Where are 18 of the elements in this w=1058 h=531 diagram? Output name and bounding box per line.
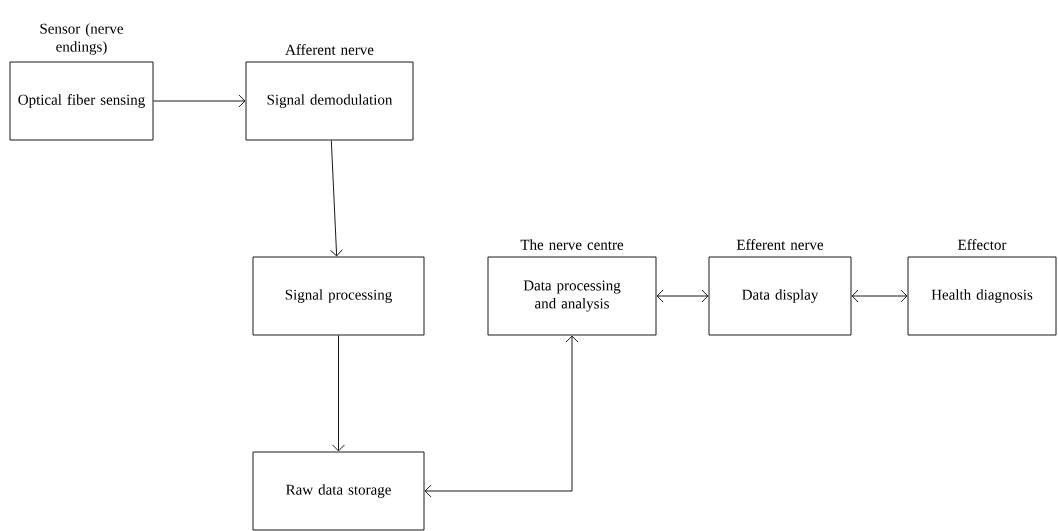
arrow <box>153 94 246 108</box>
process-box: Signal processing <box>252 256 425 336</box>
arrow <box>332 335 345 452</box>
arrow <box>424 335 579 498</box>
process-box: Optical fiber sensing <box>9 61 154 141</box>
process-box: Health diagnosis <box>907 256 1057 336</box>
stage-heading: Efferent nerve <box>736 239 824 250</box>
process-box: Signal demodulation <box>245 61 414 141</box>
process-box: Data display <box>708 256 852 336</box>
stage-heading: The nerve centre <box>520 239 624 250</box>
process-box: Data processing and analysis <box>487 256 657 336</box>
arrow <box>851 289 908 303</box>
stage-heading: Afferent nerve <box>285 44 374 55</box>
process-box: Raw data storage <box>252 451 425 531</box>
arrow <box>656 289 709 303</box>
arrow <box>329 140 343 257</box>
stage-heading: Effector <box>958 239 1007 250</box>
stage-heading: Sensor (nerve endings) <box>40 23 124 55</box>
